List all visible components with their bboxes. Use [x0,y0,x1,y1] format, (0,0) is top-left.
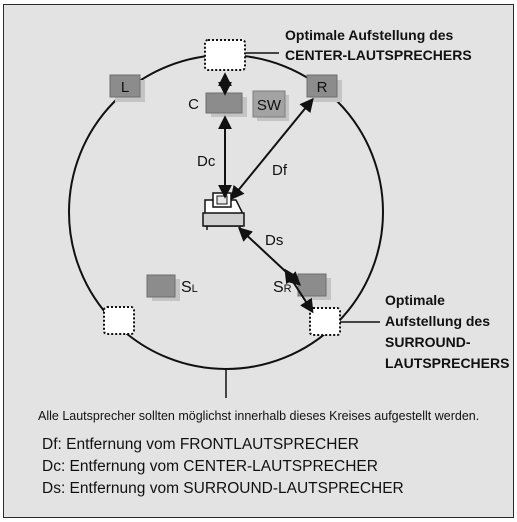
speaker-surround-left: SL [146,274,198,301]
surround-callout-line-3: SURROUND- [385,334,471,350]
center-callout-line-1: Optimale Aufstellung des [285,27,453,43]
optimal-surround-left-box [103,306,135,335]
surround-right-main: S [273,279,284,296]
surround-offset-arrow [284,268,314,314]
surround-left-sub: L [192,283,198,295]
optimal-center-box [204,39,246,71]
df-label: Df [272,162,288,179]
speaker-surround-right-label: SR [273,279,292,296]
speaker-right: R [306,74,342,102]
speaker-center: C [188,92,247,117]
center-callout-text: Optimale Aufstellung des CENTER-LAUTSPRE… [285,27,472,63]
surround-callout-line-1: Optimale [385,292,445,308]
surround-callout-text: Optimale Aufstellung des SURROUND- LAUTS… [385,292,509,371]
circle-placement-note: Alle Lautsprecher sollten möglichst inne… [38,409,480,423]
legend-df: Df: Entfernung vom FRONTLAUTSPRECHER [42,436,359,453]
speaker-subwoofer: SW [252,90,289,121]
speaker-left: L [109,74,145,102]
df-distance-arrow [230,97,314,201]
optimal-surround-right-box [309,307,341,336]
speaker-right-label: R [317,79,328,96]
speaker-left-label: L [121,79,129,96]
surround-callout-line-4: LAUTSPRECHERS [385,355,509,371]
legend-ds: Ds: Entfernung vom SURROUND-LAUTSPRECHER [42,480,404,497]
surround-callout-line-2: Aufstellung des [385,313,490,329]
center-callout-line-2: CENTER-LAUTSPRECHERS [285,47,472,63]
listener-seat-icon [202,192,245,230]
dc-label: Dc [197,153,216,170]
legend-dc: Dc: Entfernung vom CENTER-LAUTSPRECHER [42,458,378,475]
speaker-center-label: C [188,96,199,113]
speaker-subwoofer-label: SW [257,97,282,114]
speaker-surround-left-label: SL [181,279,198,296]
ds-label: Ds [265,232,283,249]
surround-right-sub: R [284,283,292,295]
surround-left-main: S [181,279,192,296]
